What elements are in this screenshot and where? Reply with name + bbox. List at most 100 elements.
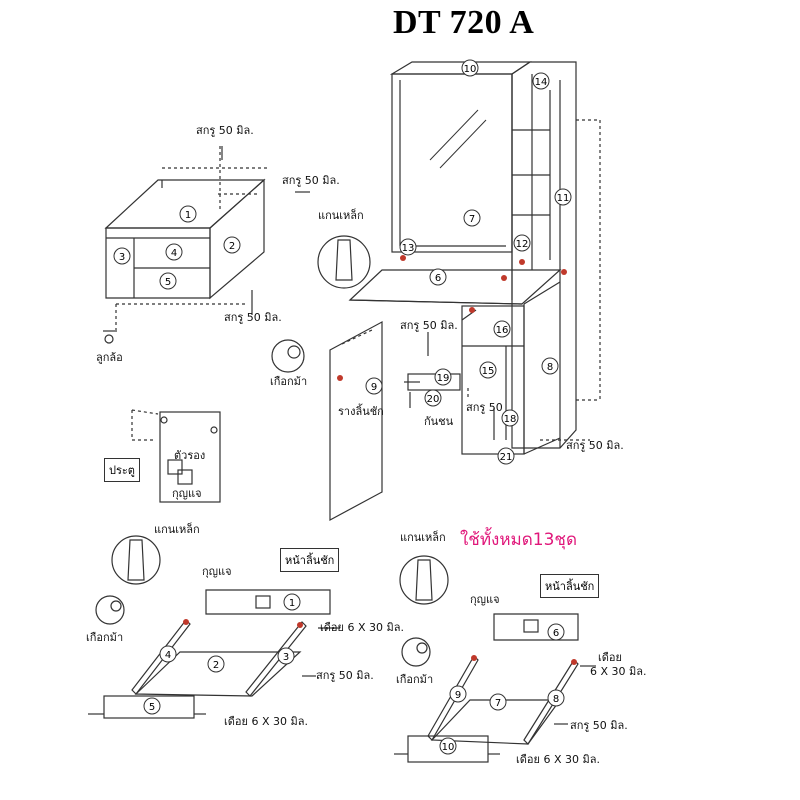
iron-rod-label: แกนเหล็ก xyxy=(318,209,364,222)
part-number-main-9: 9 xyxy=(371,382,377,393)
part-number-circle xyxy=(179,205,197,223)
part-number-main-10: 10 xyxy=(464,64,477,75)
stopper-label: กันชน xyxy=(424,415,454,428)
part-number-left-drawer-1: 1 xyxy=(289,598,295,609)
key-label: กุญแจ xyxy=(202,565,232,578)
cam-lock-icons xyxy=(95,339,431,667)
part-number-circle xyxy=(501,409,519,427)
part-number-circle xyxy=(143,697,161,715)
screw-label: สกรู 50 มิล. xyxy=(570,719,628,732)
part-number-circle xyxy=(429,268,447,286)
part-number-circle xyxy=(365,377,383,395)
cam-lock-label: เกือกม้า xyxy=(86,631,124,644)
drawer-front-label: หน้าลิ้นชัก xyxy=(280,548,340,572)
part-number-main-2: 2 xyxy=(229,241,235,252)
part-number-right-drawer-8: 8 xyxy=(553,694,559,705)
part-number-main-13: 13 xyxy=(402,243,415,254)
screw-label: สกรู 50 มิล. xyxy=(400,319,458,332)
part-number-circle xyxy=(461,59,479,77)
drawer-front-label: หน้าลิ้นชัก xyxy=(540,574,600,598)
part-number-circle xyxy=(532,72,550,90)
part-number-main-16: 16 xyxy=(496,325,509,336)
part-number-left-drawer-2: 2 xyxy=(213,660,219,671)
left-drawer-exploded xyxy=(88,589,340,719)
cam-lock-label: เกือกม้า xyxy=(270,375,308,388)
part-number-circle xyxy=(439,737,457,755)
drawer-rail-label: รางลิ้นชัก xyxy=(338,405,384,418)
connector-markers xyxy=(183,255,577,665)
part-number-circle xyxy=(497,447,515,465)
part-number-circle xyxy=(165,243,183,261)
part-number-main-18: 18 xyxy=(504,414,517,425)
part-number-main-1: 1 xyxy=(185,210,191,221)
part-number-main-12: 12 xyxy=(516,239,529,250)
part-number-circle xyxy=(424,389,442,407)
small-cabinet xyxy=(103,146,310,344)
part-number-main-3: 3 xyxy=(119,252,125,263)
screw-label: สกรู 50 มิล. xyxy=(282,174,340,187)
part-number-left-drawer-4: 4 xyxy=(165,650,171,661)
part-number-circle xyxy=(449,685,467,703)
part-number-circle xyxy=(399,238,417,256)
part-number-main-6: 6 xyxy=(435,273,441,284)
part-number-main-21: 21 xyxy=(500,452,513,463)
part-number-main-20: 20 xyxy=(427,394,440,405)
part-number-circle xyxy=(541,357,559,375)
part-number-circle xyxy=(554,188,572,206)
part-number-circle xyxy=(434,368,452,386)
part-number-circle xyxy=(547,623,565,641)
part-number-main-5: 5 xyxy=(165,277,171,288)
main-cabinet xyxy=(329,61,601,522)
part-number-circle xyxy=(277,647,295,665)
right-drawer-exploded xyxy=(394,613,596,763)
wheel-label: ลูกล้อ xyxy=(96,351,123,364)
part-number-circle xyxy=(159,645,177,663)
door-box-label: ประตู xyxy=(104,458,140,482)
part-number-circle xyxy=(479,361,497,379)
part-number-left-drawer-5: 5 xyxy=(149,702,155,713)
part-number-main-15: 15 xyxy=(482,366,495,377)
part-number-circle xyxy=(493,320,511,338)
support-label: ตัวรอง xyxy=(174,449,206,462)
key-label: กุญแจ xyxy=(470,593,500,606)
screw-label: สกรู 50 มิล. xyxy=(224,311,282,324)
dowel-size-label: 6 X 30 มิล. xyxy=(590,665,647,678)
iron-rod-label: แกนเหล็ก xyxy=(400,531,446,544)
part-number-main-11: 11 xyxy=(557,193,570,204)
use-all-note: ใช้ทั้งหมด13ชุด xyxy=(460,530,578,550)
part-number-main-8: 8 xyxy=(547,362,553,373)
screw-label: สกรู 50 มิล. xyxy=(566,439,624,452)
iron-rod-label: แกนเหล็ก xyxy=(154,523,200,536)
part-number-circle xyxy=(207,655,225,673)
part-number-right-drawer-10: 10 xyxy=(442,742,455,753)
part-number-main-14: 14 xyxy=(535,77,548,88)
part-number-right-drawer-7: 7 xyxy=(495,698,501,709)
door-detail xyxy=(131,409,221,503)
part-number-circle xyxy=(283,593,301,611)
part-number-main-19: 19 xyxy=(437,373,450,384)
part-number-circle xyxy=(159,272,177,290)
part-number-circle xyxy=(463,209,481,227)
iron-rod-icons xyxy=(111,235,449,605)
part-number-main-4: 4 xyxy=(171,248,177,259)
cam-lock-label: เกือกม้า xyxy=(396,673,434,686)
part-number-left-drawer-3: 3 xyxy=(283,652,289,663)
dowel-label: เดือย xyxy=(598,651,622,664)
part-number-right-drawer-6: 6 xyxy=(553,628,559,639)
screw-label: สกรู 50 xyxy=(466,401,503,414)
model-title: DT 720 A xyxy=(393,4,535,41)
part-number-circle xyxy=(113,247,131,265)
part-number-circle xyxy=(223,236,241,254)
dowel-label: เดือย 6 X 30 มิล. xyxy=(224,715,308,728)
part-number-circle xyxy=(547,689,565,707)
part-number-main-7: 7 xyxy=(469,214,475,225)
dowel-label: เดือย 6 X 30 มิล. xyxy=(320,621,404,634)
screw-label: สกรู 50 มิล. xyxy=(196,124,254,137)
screw-label: สกรู 50 มิล. xyxy=(316,669,374,682)
part-number-circle xyxy=(489,693,507,711)
dowel-label: เดือย 6 X 30 มิล. xyxy=(516,753,600,766)
part-number-circle xyxy=(513,234,531,252)
